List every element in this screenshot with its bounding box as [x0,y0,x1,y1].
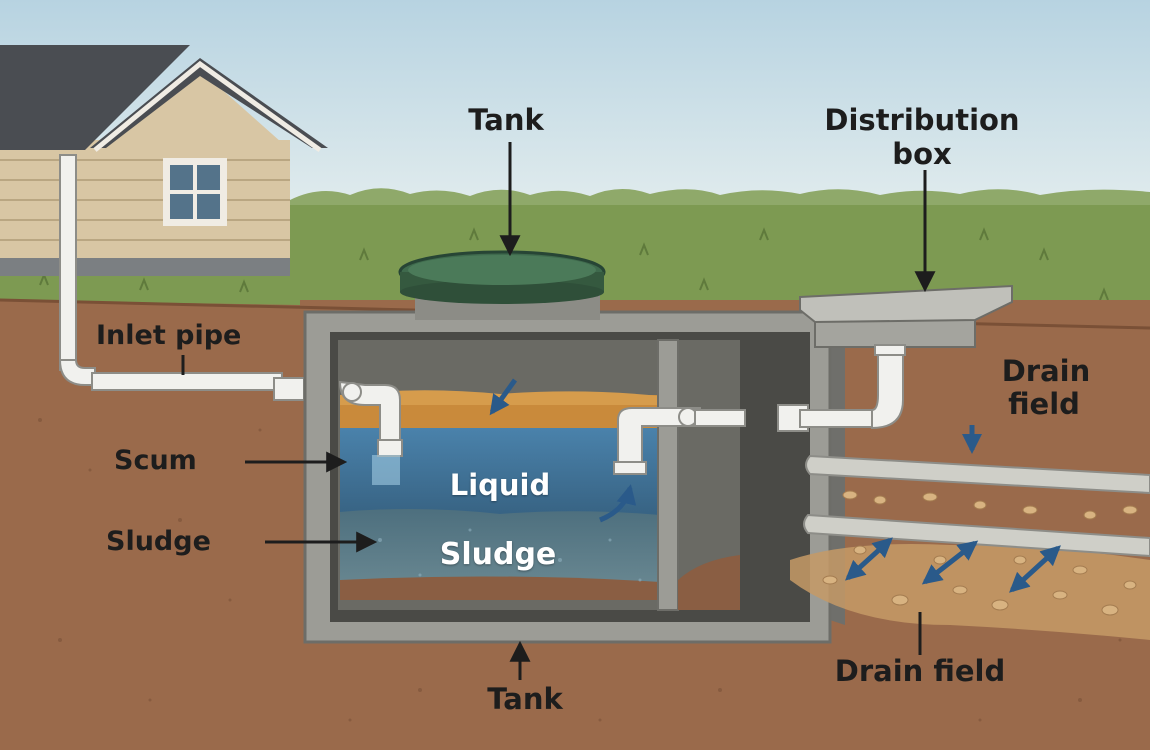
distribution-box-label-line1: Distribution [824,103,1020,137]
leader-arrows [181,142,936,680]
grass-tufts [39,227,1109,301]
tank-bottom-label: Tank [487,682,563,716]
scum-label: Scum [114,445,197,476]
soil-speckles [38,418,1122,722]
inlet-pipe [58,154,305,401]
tank-top-label: Tank [468,103,544,137]
sludge-inside-label: Sludge [439,537,557,572]
distribution-box [799,284,1013,356]
flow-arrows [489,378,1061,593]
sludge-left-label: Sludge [106,526,211,557]
inlet-tee [338,380,403,457]
drain-pipes [803,454,1150,558]
baffle-wall [657,339,679,611]
distribution-box-label-line2: box [892,137,952,171]
septic-tank [303,250,845,644]
drain-field-right-label-line1: Drain [1001,354,1091,388]
drain-field-bottom-label: Drain field [834,654,1006,688]
liquid-label: Liquid [449,468,551,502]
inlet-pipe-label: Inlet pipe [96,320,242,351]
drain-field-right-label-line2: field [1008,387,1080,421]
outlet-pipe [777,344,904,432]
house-icon [0,45,328,276]
outlet-tee [613,407,746,475]
